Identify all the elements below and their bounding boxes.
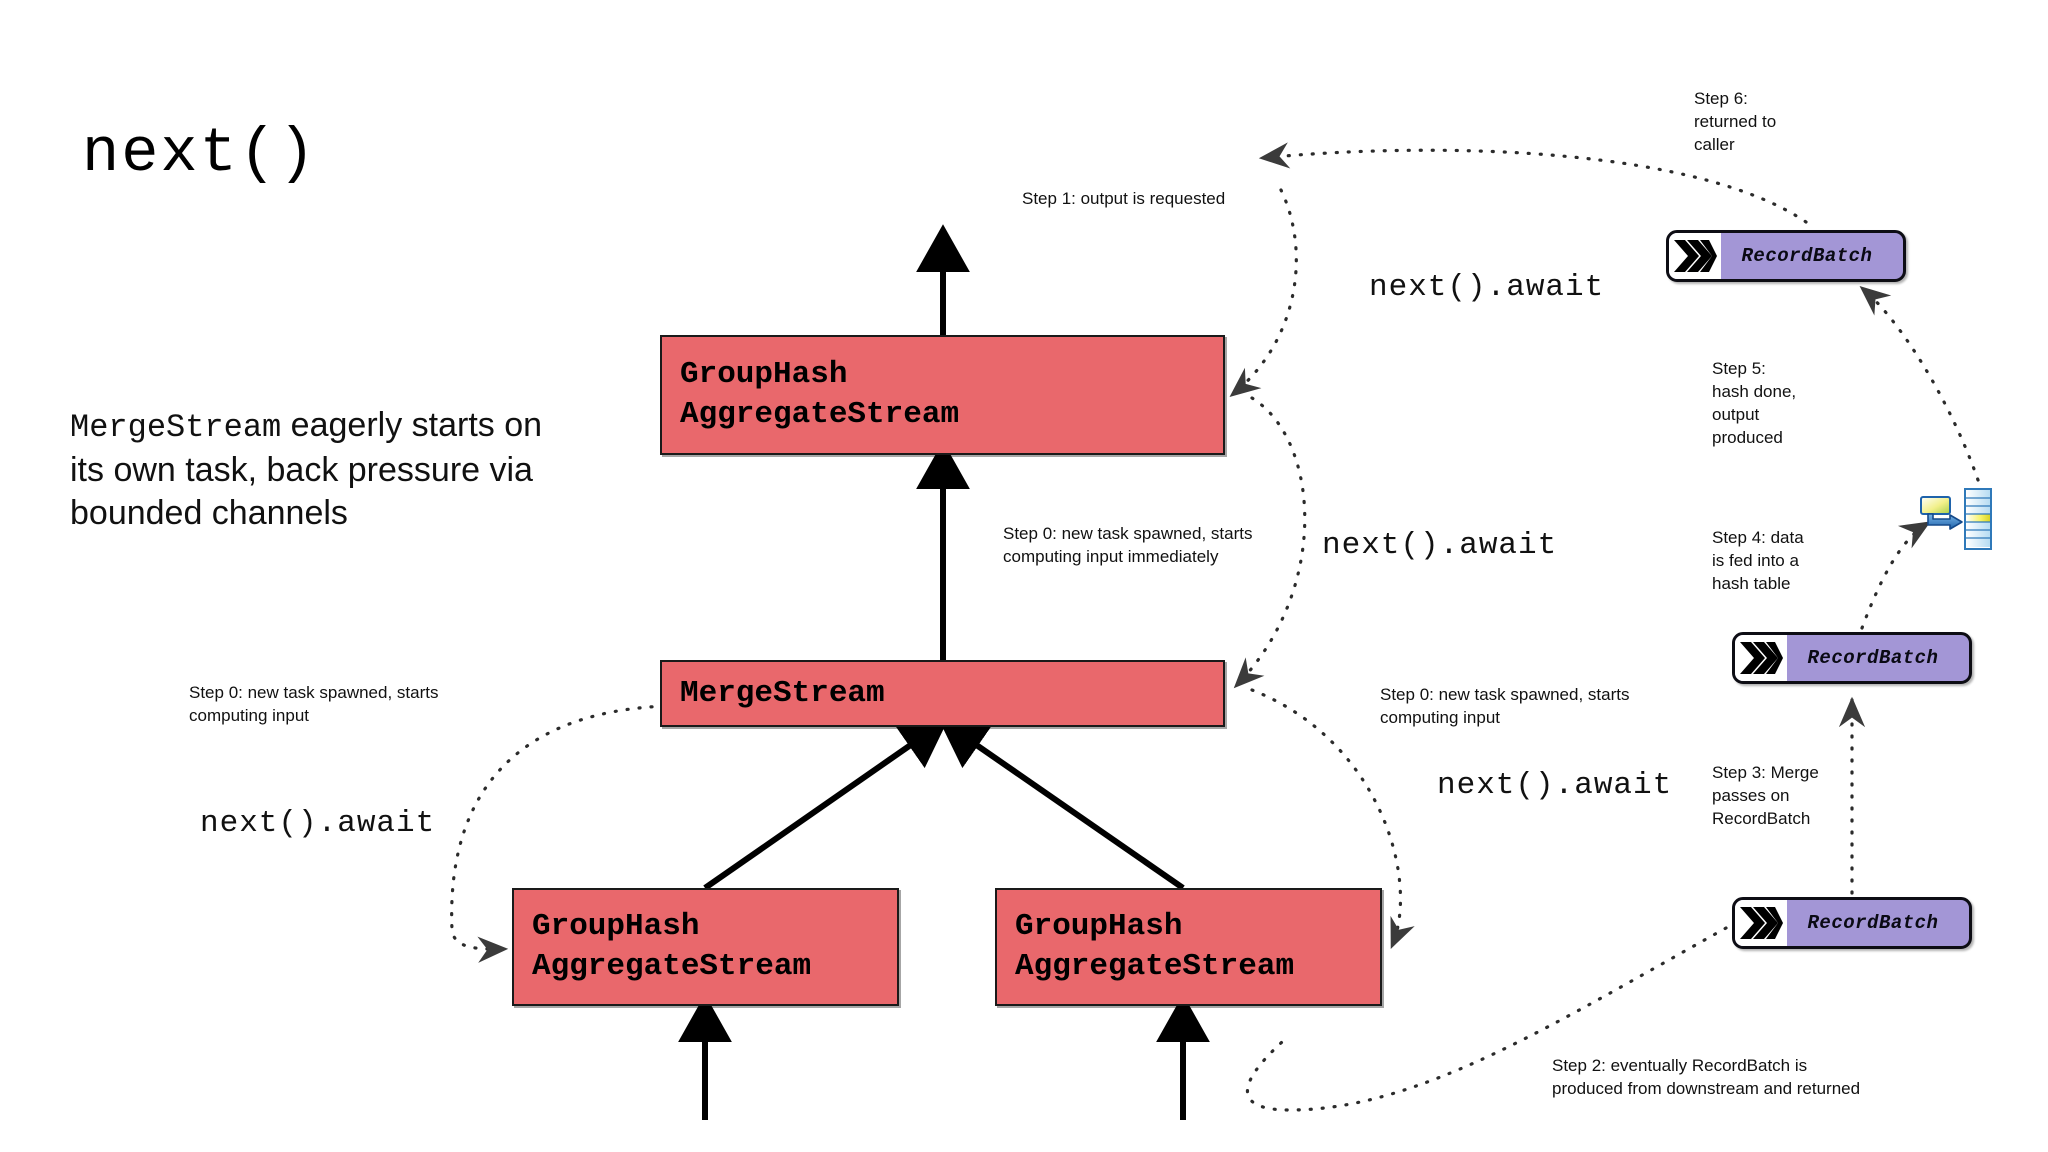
node-merge-stream[interactable]: MergeStream xyxy=(660,660,1225,727)
annotation-step-1: Step 1: output is requested xyxy=(1022,189,1226,208)
hash-table-icon xyxy=(1920,488,1996,550)
record-batch-label: RecordBatch xyxy=(1807,647,1939,669)
record-batch-chip-top[interactable]: RecordBatch xyxy=(1666,230,1906,282)
node-label: GroupHash AggregateStream xyxy=(680,357,960,432)
caption-text: eagerly starts on its own task, back pre… xyxy=(70,406,543,533)
code-label-next-await-middle: next().await xyxy=(1322,528,1558,563)
annotation-step-4: Step 4: data is fed into a hash table xyxy=(1712,528,1804,593)
node-grouphash-aggregate-stream-left[interactable]: GroupHash AggregateStream xyxy=(512,888,899,1006)
caption-mono-term: MergeStream xyxy=(70,409,282,446)
code-label-next-await-right: next().await xyxy=(1437,768,1673,803)
node-label: GroupHash AggregateStream xyxy=(532,909,812,984)
record-batch-label: RecordBatch xyxy=(1807,912,1939,934)
edge-step4 xyxy=(1860,521,1931,630)
annotation-step-0-right: Step 0: new task spawned, starts computi… xyxy=(1380,685,1630,727)
node-label: MergeStream xyxy=(680,675,885,711)
code-label-next-await-left: next().await xyxy=(200,806,436,841)
annotation-step-2: Step 2: eventually RecordBatch is produc… xyxy=(1552,1056,1861,1098)
annotation-step-0-middle: Step 0: new task spawned, starts computi… xyxy=(1003,524,1253,566)
annotation-step-0-left: Step 0: new task spawned, starts computi… xyxy=(189,683,439,725)
edge-step6 xyxy=(1258,142,1808,224)
node-label: GroupHash AggregateStream xyxy=(1015,909,1295,984)
edge-step5 xyxy=(1859,285,1980,482)
node-grouphash-aggregate-stream-top[interactable]: GroupHash AggregateStream xyxy=(660,335,1225,455)
annotation-step-3: Step 3: Merge passes on RecordBatch xyxy=(1712,763,1819,828)
record-batch-chip-mid[interactable]: RecordBatch xyxy=(1732,632,1972,684)
page-title: next() xyxy=(82,118,318,189)
record-batch-chip-bottom[interactable]: RecordBatch xyxy=(1732,897,1972,949)
merge-stream-caption: MergeStream eagerly starts on its own ta… xyxy=(70,404,570,536)
node-grouphash-aggregate-stream-right[interactable]: GroupHash AggregateStream xyxy=(995,888,1382,1006)
chevrons-right-icon xyxy=(1735,635,1787,681)
chevrons-right-icon xyxy=(1669,233,1721,279)
record-batch-label: RecordBatch xyxy=(1741,245,1873,267)
annotation-step-6: Step 6: returned to caller xyxy=(1694,89,1777,154)
chevrons-right-icon xyxy=(1735,900,1787,946)
code-label-next-await-top: next().await xyxy=(1369,270,1605,305)
annotation-step-5: Step 5: hash done, output produced xyxy=(1712,359,1797,447)
edge-step1 xyxy=(1229,188,1298,398)
